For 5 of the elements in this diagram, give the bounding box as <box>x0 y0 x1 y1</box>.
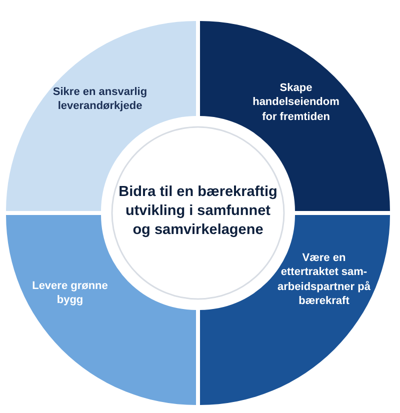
segment-label: Skape handelseiendom for fremtiden <box>252 81 340 124</box>
segment-label: Levere grønne bygg <box>31 279 109 308</box>
segment-label: Sikre en ansvarlig leverandørkjede <box>52 85 148 114</box>
segment-label: Bidra til en bærekraftig utvikling i samfunnet og samvirkelagene <box>118 183 278 240</box>
segment-label: Være en ettertraktet sam-arbeidspartner på bærekraft <box>276 251 372 308</box>
